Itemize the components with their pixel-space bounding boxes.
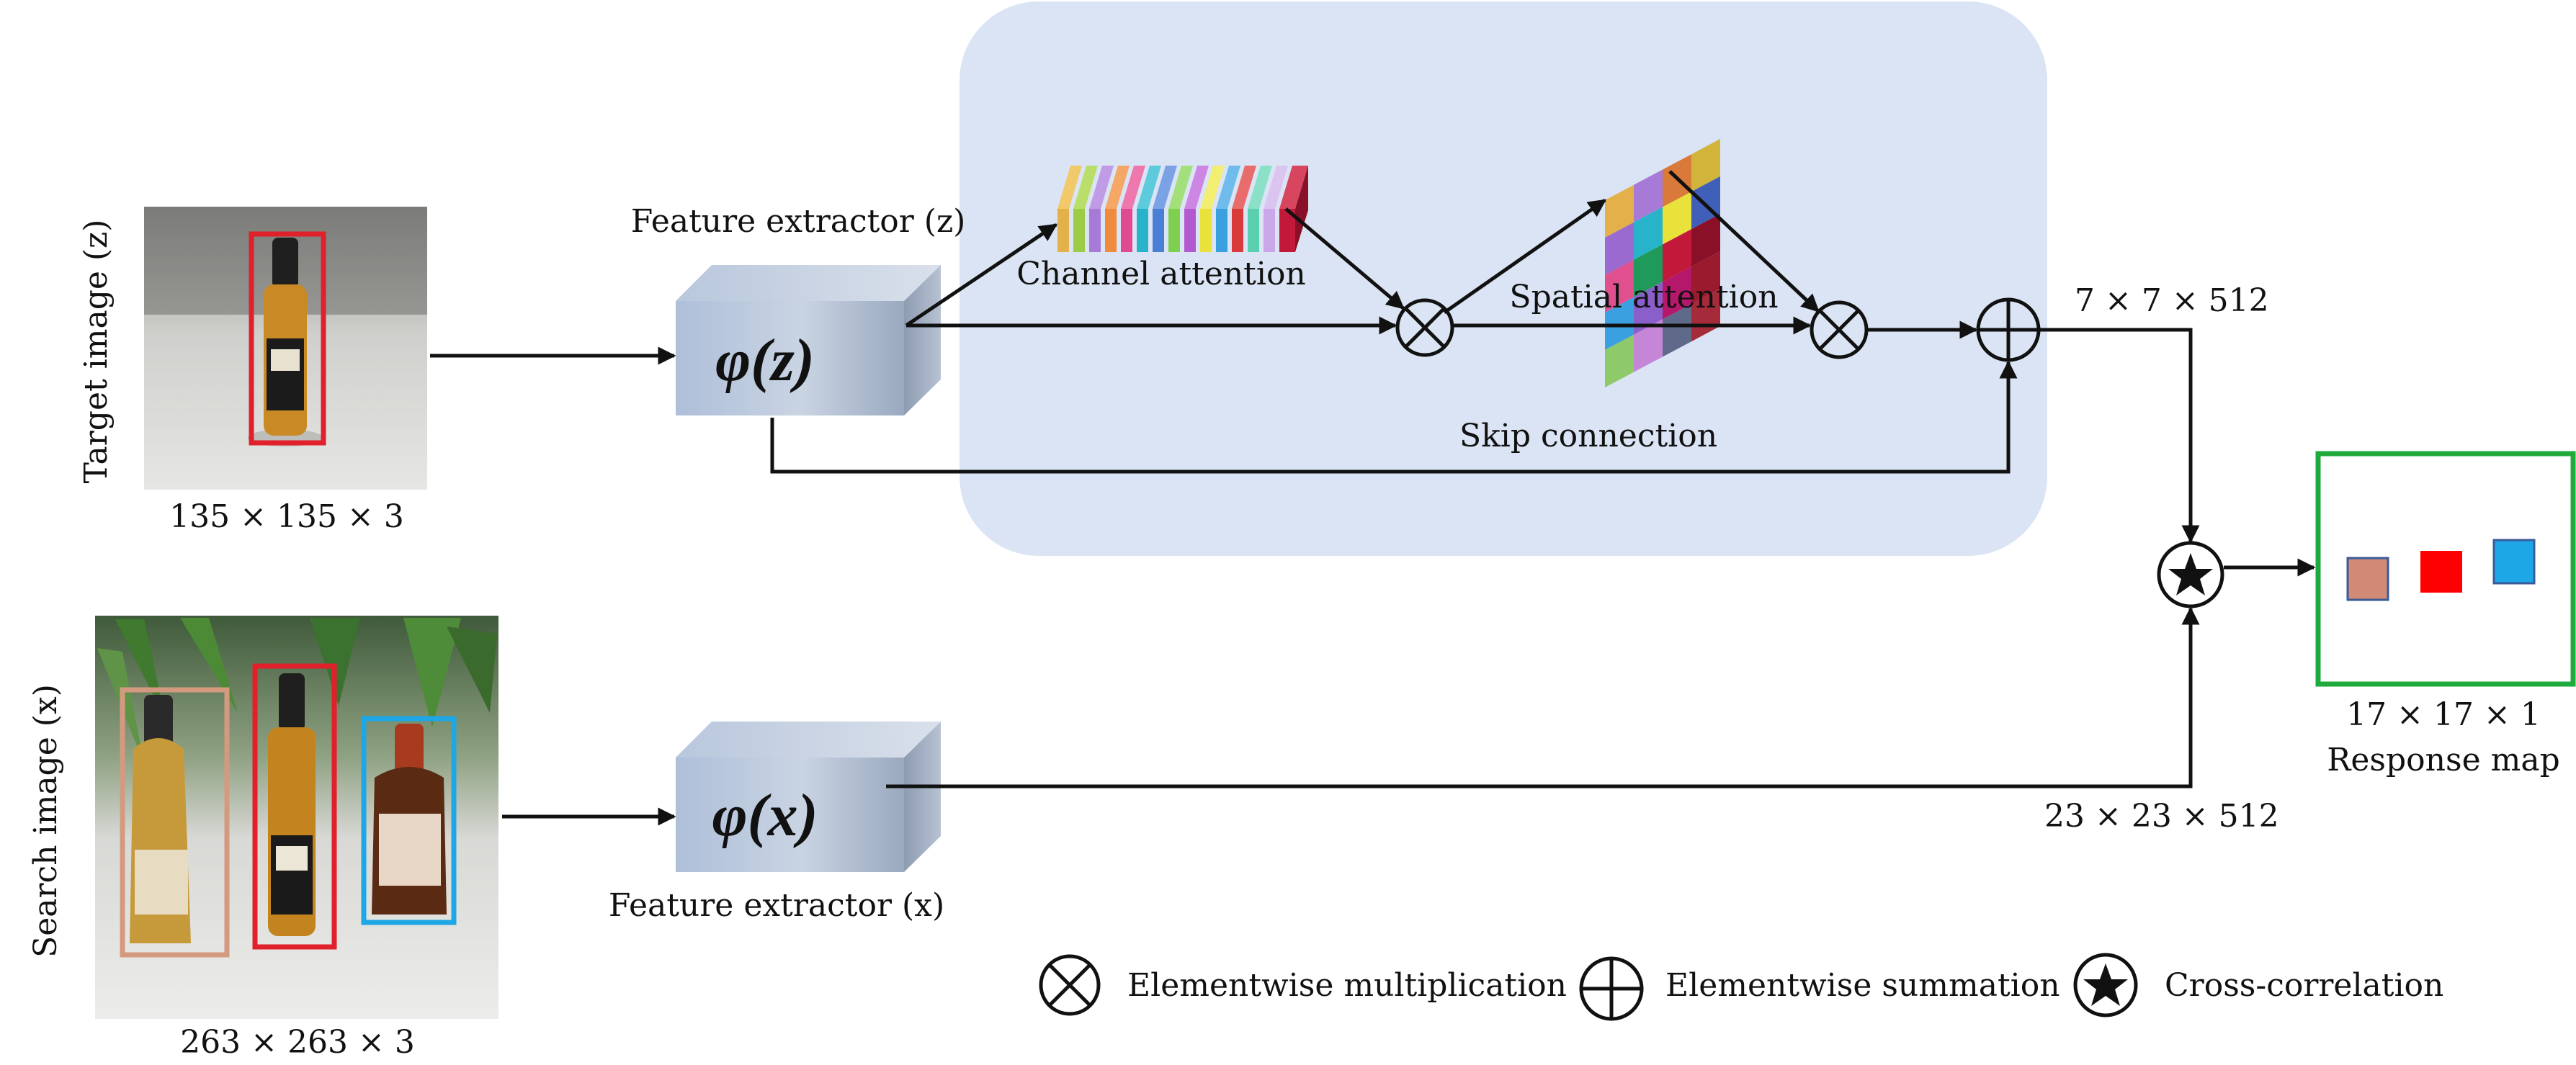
extractor-x-title: Feature extractor (x) — [609, 887, 944, 924]
legend: Elementwise multiplication Elementwise s… — [1039, 953, 2443, 1021]
channel-attention-stack — [1057, 166, 1308, 252]
search-size-label: 263 × 263 × 3 — [180, 1024, 415, 1061]
target-image — [144, 207, 427, 490]
response-square-red — [2420, 551, 2462, 593]
search-box-blue — [361, 716, 457, 925]
search-feature-dims: 23 × 23 × 512 — [2044, 798, 2279, 835]
phi-z-symbol: φ(z) — [715, 327, 815, 394]
extractor-z-title: Feature extractor (z) — [631, 203, 966, 240]
legend-correlation-label: Cross-correlation — [2165, 967, 2443, 1004]
skip-connection-label: Skip connection — [1459, 418, 1717, 454]
search-box-red — [252, 663, 337, 950]
feature-extractor-z: φ(z) — [676, 265, 941, 415]
spatial-attention-grid — [1605, 138, 1720, 387]
response-map — [2315, 451, 2576, 687]
cross-correlation-operator — [2157, 541, 2224, 608]
search-box-tan — [120, 687, 230, 958]
search-image — [95, 616, 498, 1019]
sum-operator — [1976, 297, 2041, 362]
template-feature-dims: 7 × 7 × 512 — [2075, 282, 2269, 319]
phi-x-symbol: φ(x) — [712, 782, 818, 849]
target-axis-label: Target image (z) — [78, 220, 115, 484]
connection-arrows — [430, 170, 2316, 826]
target-bounding-box — [249, 231, 326, 446]
search-axis-label: Search image (x) — [27, 684, 64, 958]
target-size-label: 135 × 135 × 3 — [169, 498, 404, 535]
legend-summation-label: Elementwise summation — [1665, 967, 2060, 1004]
multiply-operator-1 — [1395, 298, 1454, 357]
response-size-label: 17 × 17 × 1 — [2346, 696, 2541, 733]
legend-correlation-icon — [2073, 953, 2138, 1017]
attention-panel — [960, 1, 2047, 556]
spatial-attention-label: Spatial attention — [1509, 279, 1778, 315]
legend-multiplication-label: Elementwise multiplication — [1127, 967, 1567, 1004]
feature-extractor-x: φ(x) — [676, 722, 941, 872]
legend-multiply-icon — [1039, 954, 1101, 1016]
response-name-label: Response map — [2327, 742, 2559, 778]
legend-sum-icon — [1579, 956, 1644, 1021]
multiply-operator-2 — [1810, 300, 1869, 359]
channel-attention-label: Channel attention — [1016, 256, 1306, 292]
response-square-blue — [2492, 539, 2536, 585]
response-square-tan — [2346, 557, 2389, 601]
